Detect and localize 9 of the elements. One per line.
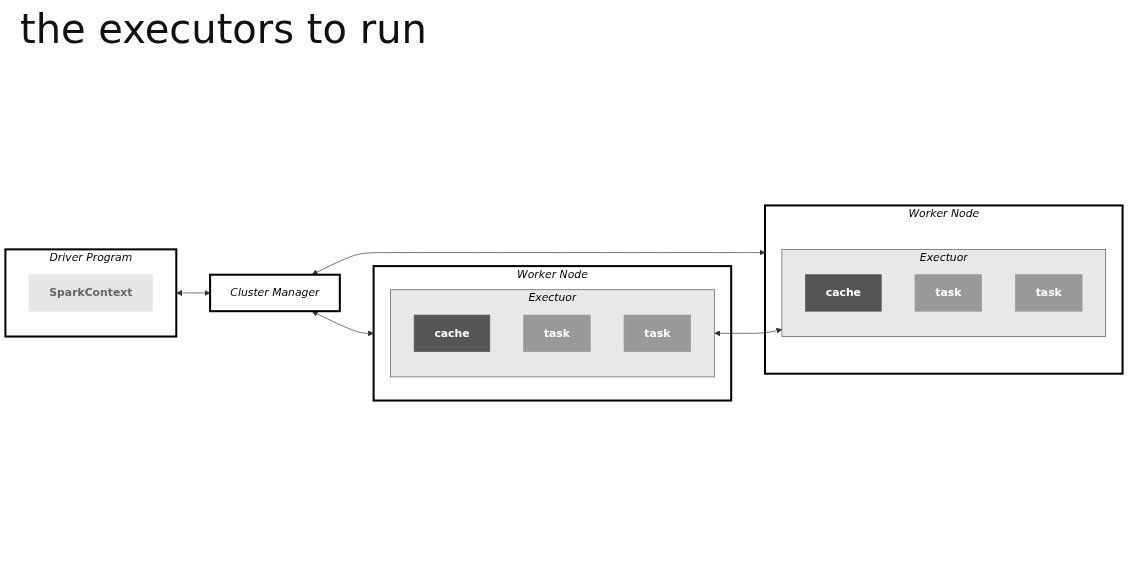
node-box: cache	[805, 274, 882, 312]
node-box: Cluster Manager	[209, 273, 341, 313]
node-box: task	[1015, 274, 1083, 312]
node-box: SparkContext	[28, 274, 153, 312]
node-box: cache	[413, 314, 491, 352]
node-box: task	[623, 314, 691, 352]
node-box: task	[914, 274, 982, 312]
node-box: task	[523, 314, 591, 352]
heading: the executors to run	[20, 6, 428, 52]
